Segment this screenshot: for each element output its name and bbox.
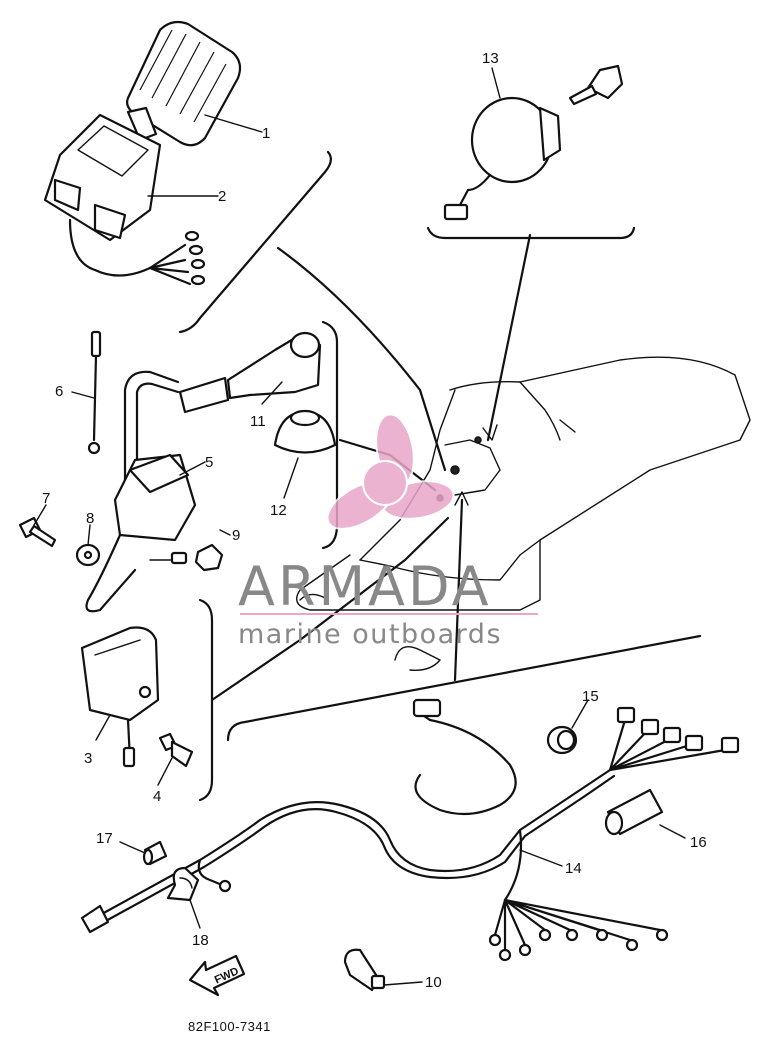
callout-7: 7 bbox=[42, 490, 50, 507]
callout-2: 2 bbox=[218, 188, 226, 205]
callout-9: 9 bbox=[232, 527, 240, 544]
watermark-subtitle: marine outboards bbox=[238, 619, 502, 650]
callout-10: 10 bbox=[425, 974, 442, 991]
drawing-code: 82F100-7341 bbox=[188, 1019, 271, 1034]
part-10-clamp bbox=[343, 948, 386, 992]
callout-8: 8 bbox=[86, 510, 94, 527]
part-14-wire-harness bbox=[80, 698, 740, 962]
bracket-lines bbox=[178, 150, 702, 802]
callout-16: 16 bbox=[690, 834, 707, 851]
callout-13: 13 bbox=[482, 50, 499, 67]
callout-leaders bbox=[33, 67, 686, 986]
part-18-clamp bbox=[166, 866, 200, 902]
callout-15: 15 bbox=[582, 688, 599, 705]
part-3-rectifier bbox=[80, 626, 160, 768]
callout-numbers: 1 2 3 4 5 6 7 8 9 10 11 12 13 14 15 16 1… bbox=[42, 50, 707, 991]
callout-6: 6 bbox=[55, 383, 63, 400]
hull-outline bbox=[296, 356, 751, 671]
part-5-ignition-coil bbox=[85, 370, 197, 613]
part-9-nut bbox=[194, 543, 224, 572]
callout-18: 18 bbox=[192, 932, 209, 949]
callout-17: 17 bbox=[96, 830, 113, 847]
callout-11: 11 bbox=[250, 413, 266, 430]
part-13-main-switch bbox=[443, 96, 562, 221]
watermark: ARMADA marine outboards bbox=[238, 413, 538, 650]
watermark-title: ARMADA bbox=[238, 555, 492, 618]
part-7-bolt bbox=[18, 516, 57, 548]
part-6-ground-lead bbox=[87, 330, 102, 455]
callout-12: 12 bbox=[270, 502, 287, 519]
part-8-washer bbox=[75, 543, 101, 567]
callout-4: 4 bbox=[153, 788, 161, 805]
propeller-logo-icon bbox=[326, 413, 455, 530]
part-11-plug-cap bbox=[178, 331, 322, 414]
callout-5: 5 bbox=[205, 454, 213, 471]
part-2-cdi-unit bbox=[43, 113, 206, 286]
part-17-sleeve bbox=[142, 840, 168, 866]
part-16-cap bbox=[604, 788, 664, 836]
part-4-bolt bbox=[158, 732, 194, 768]
callout-1: 1 bbox=[262, 125, 270, 142]
callout-14: 14 bbox=[565, 860, 582, 877]
key-icon bbox=[568, 64, 624, 106]
fwd-arrow-icon: FWD bbox=[188, 954, 246, 997]
part-12-rubber-cap bbox=[273, 409, 337, 454]
part-15-grommet bbox=[546, 725, 578, 755]
callout-3: 3 bbox=[84, 750, 92, 767]
part-1-grip bbox=[126, 20, 242, 147]
